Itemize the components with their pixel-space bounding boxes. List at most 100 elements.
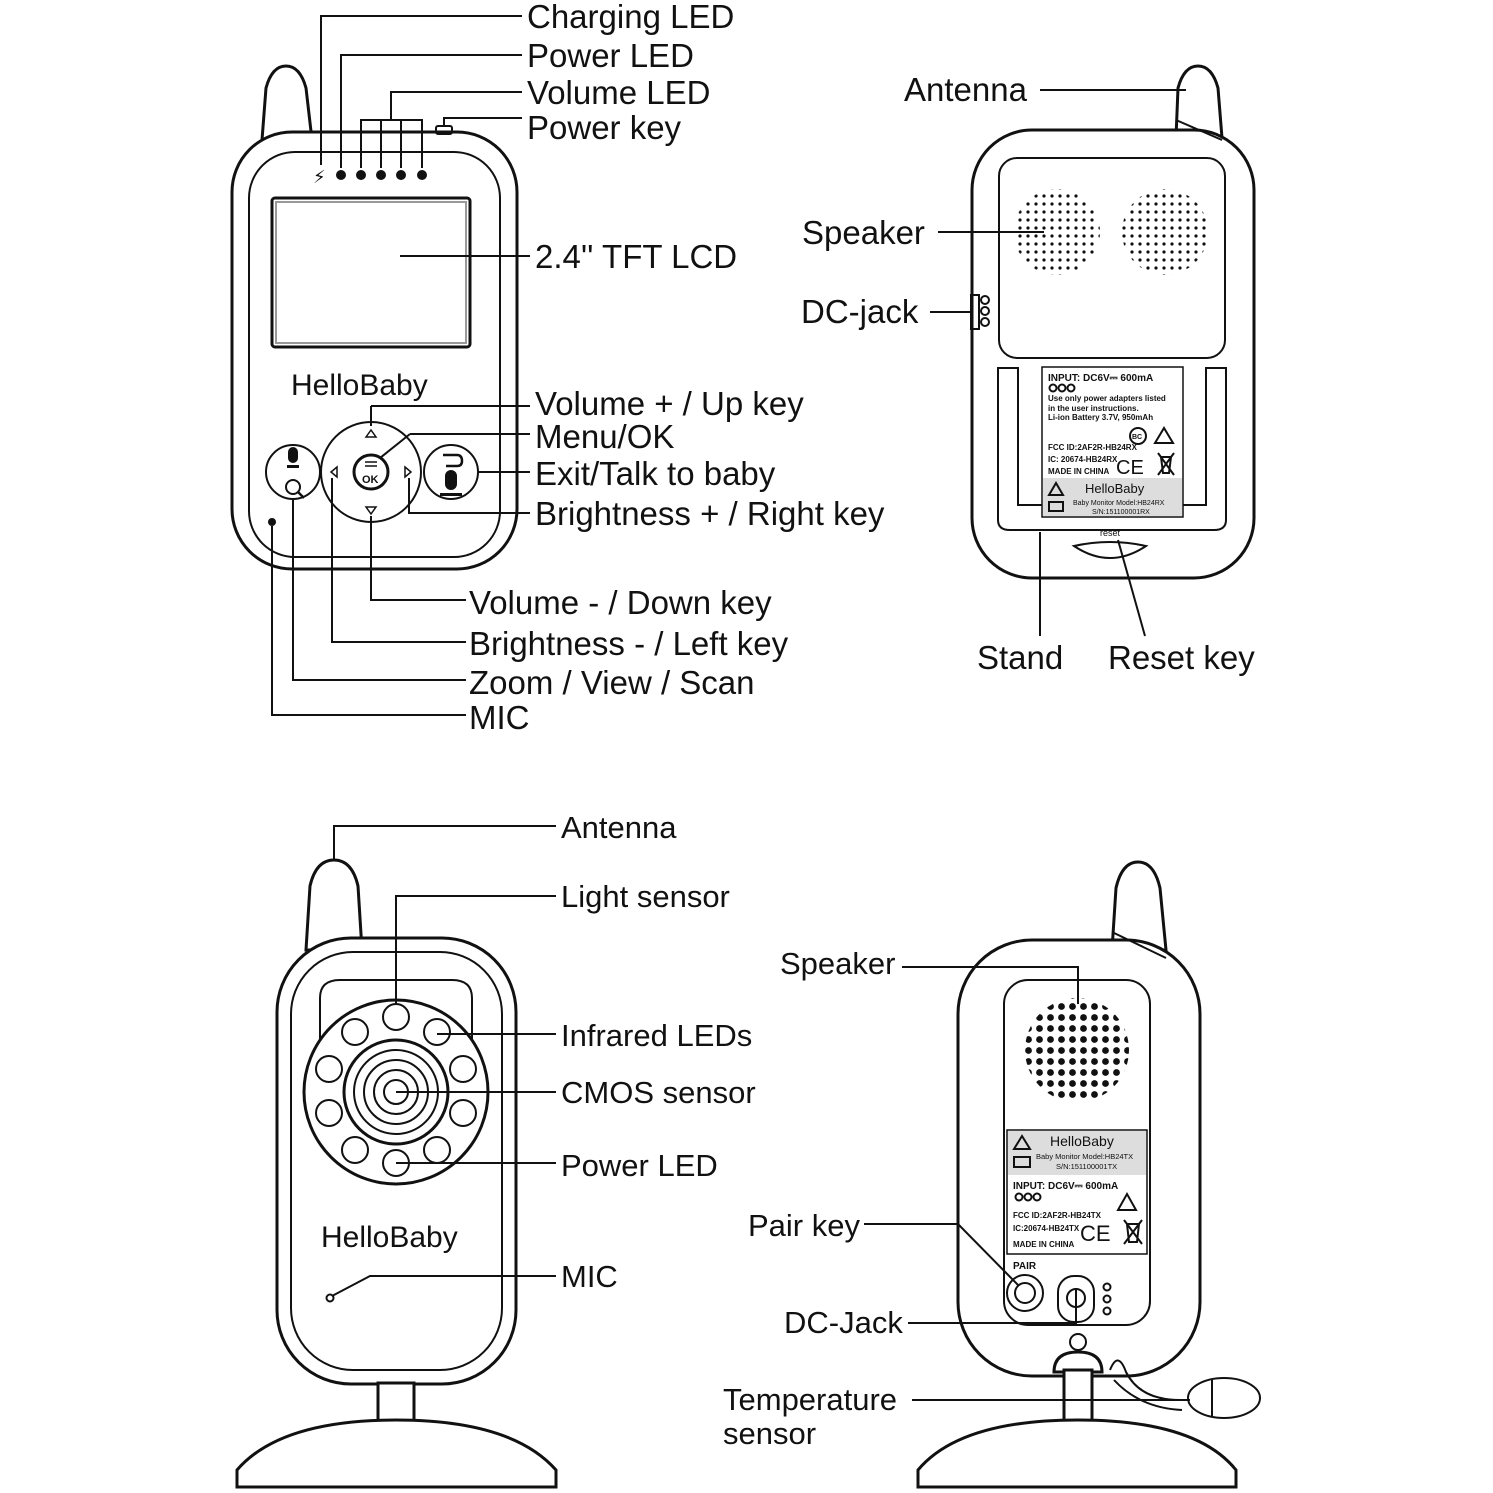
temperature-sensor-cable-2 [1113,1379,1183,1411]
leader-camera-speaker [902,966,1079,1004]
camera-dc-symbol-3 [1102,1306,1112,1316]
camera-manual-icon [1013,1156,1031,1168]
ok-key-label: OK [362,474,379,486]
rating-polarity-3 [1066,383,1076,393]
warning-icon [1047,481,1065,496]
leader-power-led [340,54,522,168]
parent-back-antenna [1174,64,1224,140]
label-lcd: 2.4'' TFT LCD [535,238,737,275]
parent-unit-back: INPUT: DC6V⎓ 600mA Use only power adapte… [801,64,1256,676]
rating-adapter-note-2: in the user instructions. [1048,404,1139,413]
camera-polarity-1 [1014,1192,1024,1202]
dc-symbol-2 [980,306,990,316]
label-pair-key: Pair key [748,1208,860,1243]
tft-lcd-screen-inner [275,201,467,344]
label-volume-up: Volume + / Up key [535,385,804,422]
up-arrow-icon [364,428,378,438]
leader-light-sensor [395,895,556,1004]
parent-unit-front: ⚡ HelloBaby OK [230,0,885,736]
label-back-dc-jack: DC-jack [801,293,919,330]
camera-rating-brand: HelloBaby [1050,1133,1114,1149]
leader-menu-ok [379,433,411,459]
tft-lcd-screen [270,196,472,349]
leader-pair-key [864,1223,1019,1286]
camera-polarity-3 [1032,1192,1042,1202]
temperature-sensor-probe [1187,1377,1261,1419]
rating-battery: Li-ion Battery 3.7V, 950mAh [1048,413,1153,422]
infrared-led-5 [341,1136,369,1164]
ce-mark: CE [1116,457,1144,479]
down-arrow-icon [364,506,378,516]
pair-text: PAIR [1013,1261,1037,1272]
bc-mark [1129,427,1147,445]
camera-dc-symbol-1 [1102,1282,1112,1292]
camera-rating-model: Baby Monitor Model:HB24TX [1036,1152,1133,1161]
rating-brand-box [1043,478,1182,516]
parent-front-body-inner [248,151,501,558]
label-back-antenna: Antenna [904,71,1028,108]
menu-ok-key[interactable] [352,453,390,491]
label-charging-led: Charging LED [527,0,734,35]
camera-back-antenna [1110,860,1168,952]
leader-brightness-right [408,478,530,514]
volume-led-dot-2 [376,170,386,180]
rating-model: Baby Monitor Model:HB24RX [1073,500,1165,507]
pair-key[interactable] [1006,1274,1044,1312]
parent-front-antenna [260,64,314,142]
label-camera-dc-jack: DC-Jack [784,1305,903,1340]
leader-brightness-left [331,478,466,643]
temperature-sensor-cable [1109,1359,1181,1401]
leader-charging-led [320,15,522,165]
volume-led-dot-3 [396,170,406,180]
label-brightness-left: Brightness - / Left key [469,625,789,662]
rating-brand: HelloBaby [1085,481,1145,496]
label-camera-antenna: Antenna [561,810,677,845]
camera-rating-made-in: MADE IN CHINA [1013,1240,1075,1249]
camera-weee-bin-icon [1123,1219,1143,1245]
camera-polarity-2 [1023,1192,1033,1202]
rating-polarity-1 [1048,383,1058,393]
mic-small-icon [288,447,298,463]
label-camera-power-led: Power LED [561,1148,718,1183]
talk-mic-stem [440,493,462,496]
label-cmos-sensor: CMOS sensor [561,1075,756,1110]
camera-back-base [916,1418,1238,1489]
label-brightness-right: Brightness + / Right key [535,495,885,532]
camera-rating-ic: IC:20674-HB24TX [1013,1224,1080,1233]
camera-rating-fcc: FCC ID:2AF2R-HB24TX [1013,1211,1102,1220]
camera-rating-input: INPUT: DC6V⎓ 600mA [1013,1181,1118,1192]
infrared-led-2 [449,1055,477,1083]
rating-serial: S/N:151100001RX [1092,509,1150,516]
infrared-led-8 [341,1018,369,1046]
left-arrow-icon [329,465,338,479]
camera-back-antenna-joint [1111,931,1167,959]
camera-back-neck [1062,1368,1094,1424]
leader-zoom [292,500,466,681]
leader-volume-down [370,516,466,601]
camera-speaker-grille [1025,998,1129,1102]
camera-rcm-mark-icon [1116,1191,1138,1211]
volume-led-dot-1 [356,170,366,180]
camera-back-mount [1052,1350,1104,1374]
manual-icon [1048,501,1064,512]
rating-adapter-note-1: Use only power adapters listed [1048,394,1166,403]
leader-camera-antenna [333,825,556,860]
leader-reset [1117,539,1146,637]
camera-warning-icon [1012,1134,1032,1150]
weee-bin-icon [1157,452,1175,476]
parent-back-panel [998,157,1226,359]
label-light-sensor: Light sensor [561,879,730,914]
label-back-speaker: Speaker [802,214,925,251]
pair-key-inner [1014,1282,1036,1304]
label-zoom-view-scan: Zoom / View / Scan [469,664,755,701]
rating-fcc: FCC ID:2AF2R-HB24RX [1048,443,1138,452]
reset-key[interactable] [1071,541,1149,559]
right-arrow-icon [404,465,413,479]
leader-volume-led-main [390,91,522,120]
speaker-right-grille [1122,189,1208,275]
parent-stand [997,367,1227,531]
label-volume-led: Volume LED [527,74,710,111]
camera-ce-mark: CE [1080,1221,1111,1246]
leader-camera-dc-jack [908,1306,1077,1324]
leader-mic [271,526,466,716]
